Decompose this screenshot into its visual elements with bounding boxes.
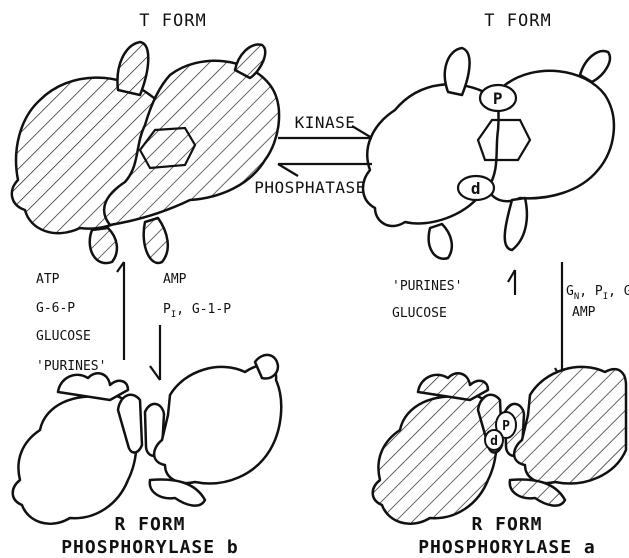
- left-effectors: ATP G-6-P GLUCOSE 'PURINES' AMP PI, G-1-…: [36, 262, 231, 380]
- tr-ear-left: [445, 48, 470, 95]
- top-left-enzyme: [12, 42, 279, 263]
- top-right-enzyme: P d: [363, 48, 614, 259]
- top-right-title: T FORM: [484, 11, 551, 31]
- top-left-title: T FORM: [139, 11, 206, 31]
- right-inhibitor-1: 'PURINES': [392, 279, 462, 294]
- tr-ear-right: [580, 51, 610, 82]
- left-inhibitor-4: 'PURINES': [36, 359, 106, 374]
- tr-leg-left: [429, 224, 452, 259]
- tl-ear-right: [235, 45, 265, 78]
- tl-leg-left: [90, 228, 117, 263]
- bottom-right-title: R FORM: [471, 514, 542, 535]
- left-down-arrow-head: [150, 366, 160, 380]
- br-subunit-right: [514, 367, 626, 484]
- tl-leg-right: [144, 218, 168, 263]
- bottom-left-enzyme: [13, 355, 282, 524]
- right-inhibitor-2: GLUCOSE: [392, 306, 447, 321]
- tr-phosphate-label: P: [493, 89, 503, 108]
- tr-leg-right: [505, 198, 527, 250]
- left-activator-1: AMP: [163, 272, 187, 287]
- br-loop-left: [418, 373, 488, 400]
- bottom-left-title: R FORM: [114, 514, 185, 535]
- bl-subunit-left: [13, 396, 137, 524]
- bottom-right-enzyme: P d: [373, 367, 626, 524]
- bottom-left-name: PHOSPHORYLASE b: [61, 537, 239, 558]
- phosphatase-label: PHOSPHATASE: [254, 178, 365, 197]
- left-inhibitor-2: G-6-P: [36, 301, 75, 316]
- right-activator-1: GN, PI, G-1-P: [566, 284, 629, 302]
- phosphatase-arrow: PHOSPHATASE: [254, 164, 372, 197]
- br-phosphate-label: P: [502, 419, 510, 434]
- tl-ear-left: [117, 42, 148, 95]
- bl-loop-left: [58, 373, 128, 400]
- bl-subunit-right: [154, 365, 281, 483]
- kinase-arrow: KINASE: [278, 113, 372, 138]
- br-d-label: d: [490, 434, 498, 449]
- right-effectors: 'PURINES' GLUCOSE GN, PI, G-1-P AMP: [392, 262, 629, 380]
- left-inhibitor-3: GLUCOSE: [36, 329, 91, 344]
- right-activator-2: AMP: [572, 305, 596, 320]
- kinase-label: KINASE: [295, 113, 356, 132]
- br-subunit-left: [373, 396, 497, 524]
- tr-d-label: d: [471, 179, 481, 198]
- left-activator-2: PI, G-1-P: [163, 302, 231, 320]
- bottom-right-name: PHOSPHORYLASE a: [418, 537, 596, 558]
- left-inhibitor-1: ATP: [36, 272, 60, 287]
